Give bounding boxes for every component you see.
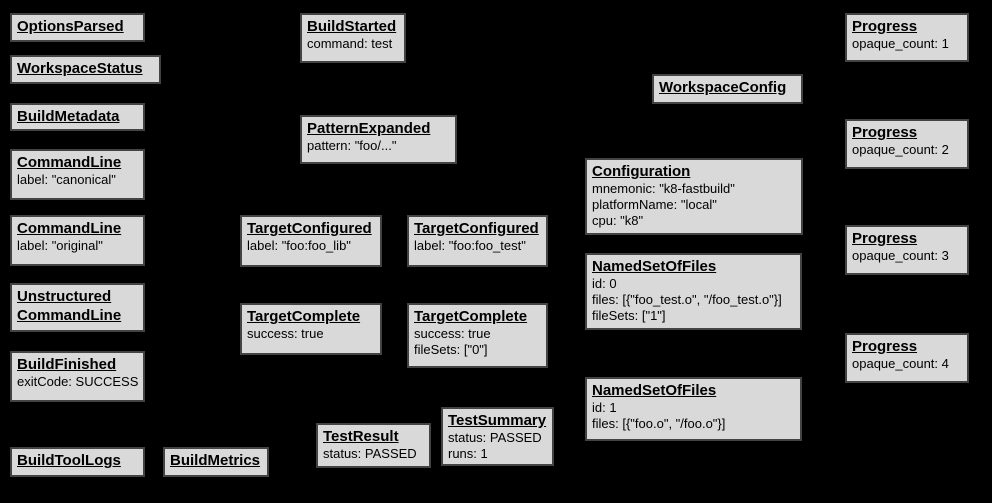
node-title: Progress	[852, 230, 918, 247]
node-title: WorkspaceConfig	[659, 79, 787, 96]
node-field: mnemonic: "k8-fastbuild"	[592, 181, 735, 196]
node-field: label: "foo:foo_lib"	[247, 238, 351, 253]
node-build-metadata: BuildMetadata	[10, 103, 145, 131]
node-title: NamedSetOfFiles	[592, 382, 717, 399]
node-workspace-config: WorkspaceConfig	[652, 74, 803, 104]
node-title: BuildFinished	[17, 356, 117, 373]
node-field: files: [{"foo_test.o", "/foo_test.o"}]	[592, 292, 782, 307]
node-field: fileSets: ["1"]	[592, 308, 666, 323]
node-title: BuildMetrics	[170, 452, 261, 469]
node-title: TestResult	[323, 428, 399, 445]
node-field: label: "canonical"	[17, 172, 116, 187]
node-field: platformName: "local"	[592, 197, 717, 212]
node-field: status: PASSED	[448, 430, 542, 445]
node-field: id: 1	[592, 400, 617, 415]
node-title: TargetConfigured	[414, 220, 539, 237]
node-field: runs: 1	[448, 446, 488, 461]
node-field: cpu: "k8"	[592, 213, 644, 228]
node-title: OptionsParsed	[17, 18, 124, 35]
node-build-metrics: BuildMetrics	[163, 447, 269, 477]
node-field: exitCode: SUCCESS	[17, 374, 139, 389]
node-title: BuildStarted	[307, 18, 397, 35]
node-title: TargetConfigured	[247, 220, 372, 237]
node-title: Progress	[852, 18, 918, 35]
node-title: CommandLine	[17, 220, 122, 237]
node-title: TargetComplete	[247, 308, 361, 325]
node-field: opaque_count: 1	[852, 36, 949, 51]
node-title: TestSummary	[448, 412, 547, 429]
node-field: label: "foo:foo_test"	[414, 238, 526, 253]
node-field: status: PASSED	[323, 446, 417, 461]
node-field: opaque_count: 3	[852, 248, 949, 263]
node-title: Progress	[852, 124, 918, 141]
node-workspace-status: WorkspaceStatus	[10, 55, 161, 84]
node-title: Configuration	[592, 163, 691, 180]
node-field: opaque_count: 2	[852, 142, 949, 157]
node-field: label: "original"	[17, 238, 103, 253]
node-title: TargetComplete	[414, 308, 528, 325]
node-title: Progress	[852, 338, 918, 355]
node-title: WorkspaceStatus	[17, 60, 143, 77]
node-field: fileSets: ["0"]	[414, 342, 488, 357]
node-build-tool-logs: BuildToolLogs	[10, 447, 145, 477]
node-title: PatternExpanded	[307, 120, 431, 137]
node-field: opaque_count: 4	[852, 356, 949, 371]
node-field: files: [{"foo.o", "/foo.o"}]	[592, 416, 726, 431]
node-field: success: true	[414, 326, 491, 341]
node-title: BuildMetadata	[17, 108, 120, 125]
node-field: id: 0	[592, 276, 617, 291]
node-title: BuildToolLogs	[17, 452, 121, 469]
node-field: pattern: "foo/..."	[307, 138, 397, 153]
node-title: NamedSetOfFiles	[592, 258, 717, 275]
node-field: success: true	[247, 326, 324, 341]
node-title: CommandLine	[17, 154, 122, 171]
node-title: Unstructured CommandLine	[17, 288, 122, 324]
node-unstructured-command-line: Unstructured CommandLine	[10, 283, 145, 332]
node-options-parsed: OptionsParsed	[10, 13, 145, 42]
node-field: command: test	[307, 36, 393, 51]
